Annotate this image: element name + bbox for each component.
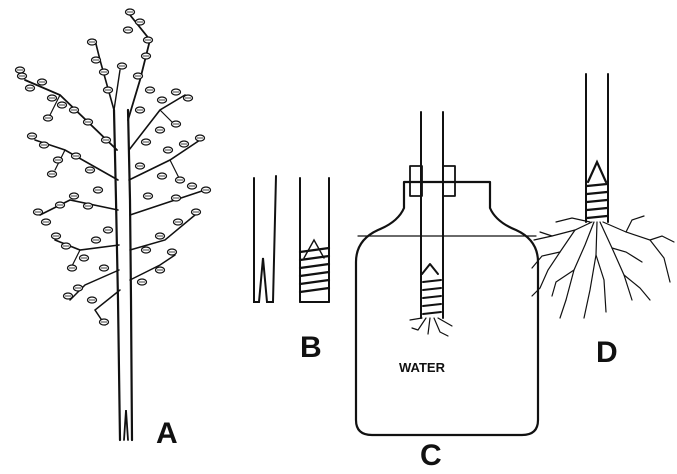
figure-a-label: A (156, 417, 178, 450)
trunk-split (124, 410, 128, 440)
split-stem (254, 176, 276, 302)
bottle-water-text: WATER (399, 360, 446, 375)
figure-d-label: D (596, 336, 618, 369)
roots (532, 216, 674, 318)
bottle-roots (410, 318, 452, 336)
figure-b-label: B (300, 331, 322, 364)
bottle-outline (356, 182, 538, 435)
figure-c-bottle (356, 112, 538, 435)
figure-a-tree (25, 15, 205, 440)
tree-trunk (114, 110, 132, 440)
tree-leaves (16, 9, 211, 325)
figure-d-rooted-stem (532, 74, 674, 318)
wired-stem (300, 178, 329, 302)
figure-c-label: C (420, 439, 442, 469)
figure-b-cuttings (254, 176, 329, 302)
